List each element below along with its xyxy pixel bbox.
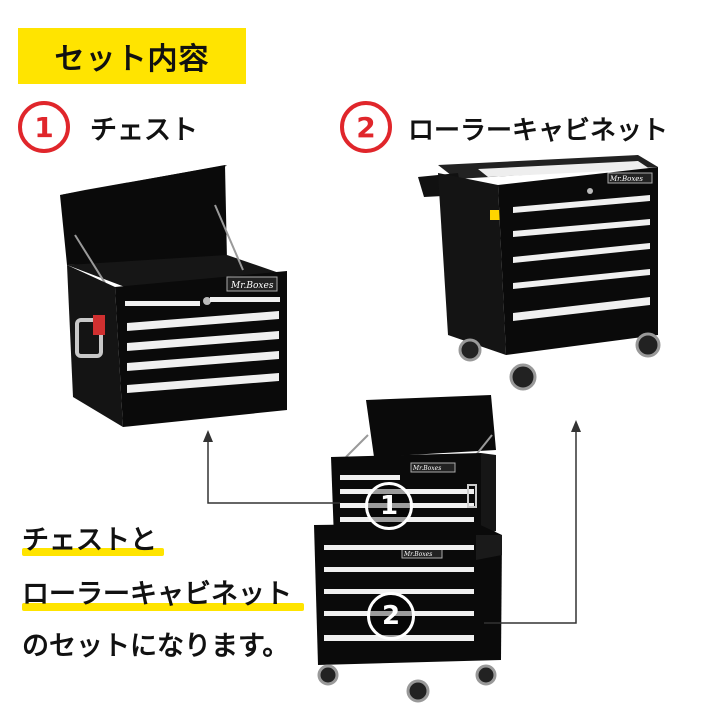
- caption-underline-2: [22, 603, 304, 611]
- item-1-number-badge: 1: [18, 101, 70, 153]
- cabinet-brand-label: Mr.Boxes: [609, 175, 643, 183]
- stack-cabinet-brand-label: Mr.Boxes: [403, 551, 432, 558]
- item-2-label: ローラーキャビネット: [408, 116, 669, 146]
- item-2-number-badge: 2: [340, 101, 392, 153]
- caption-line-2: ローラーキャビネット: [22, 579, 292, 610]
- stack-chest-brand-label: Mr.Boxes: [412, 465, 441, 472]
- caption-underline-1: [22, 548, 164, 556]
- caption-line-3: のセットになります。: [22, 631, 290, 662]
- chest-brand-label: Mr.Boxes: [230, 281, 274, 291]
- set-contents-title: セット内容: [18, 28, 246, 84]
- item-1-label: チェスト: [90, 115, 198, 146]
- stacked-set-image: Mr.Boxes Mr.Boxes: [314, 395, 502, 703]
- stack-label-chest: 1: [365, 482, 413, 530]
- chest-image: Mr.Boxes: [60, 165, 287, 427]
- stack-label-cabinet: 2: [367, 592, 415, 640]
- roller-cabinet-image: Mr.Boxes: [418, 155, 661, 391]
- caption-line-1: チェストと: [22, 525, 157, 556]
